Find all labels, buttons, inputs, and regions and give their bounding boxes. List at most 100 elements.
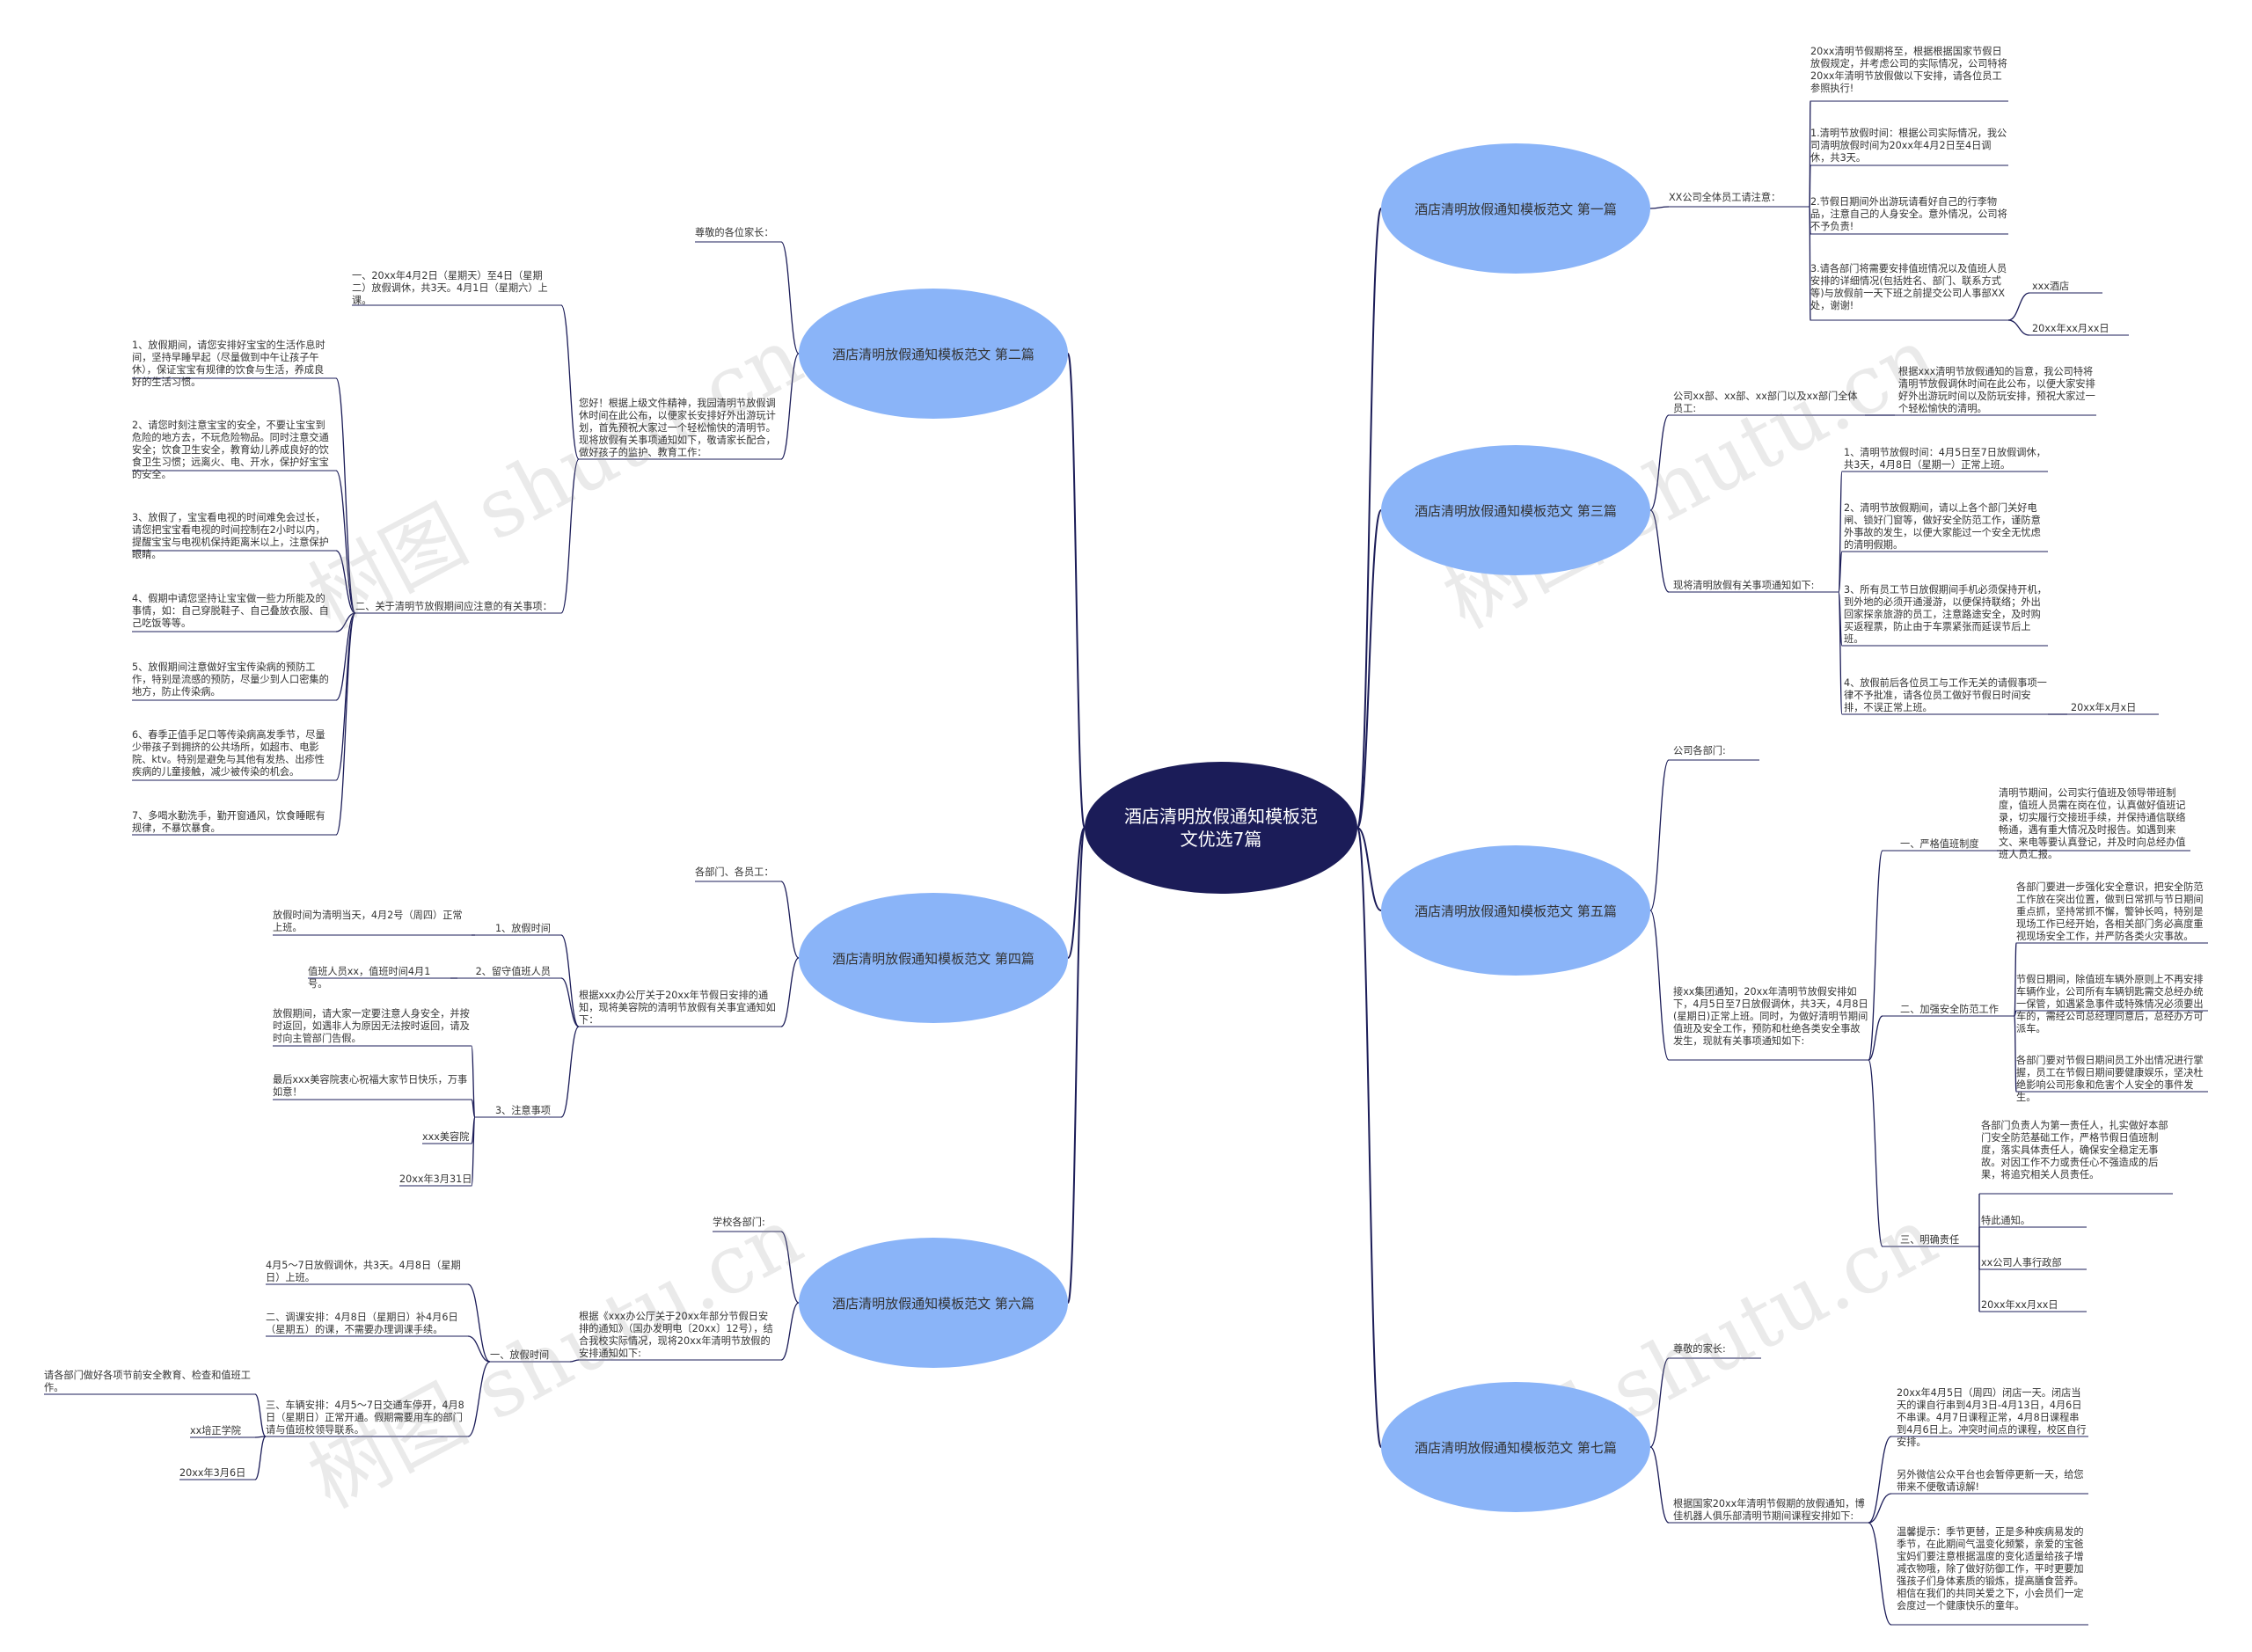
branch-2-node[interactable]: 酒店清明放假通知模板范文 第二篇 <box>799 289 1068 419</box>
branch-6-node[interactable]: 酒店清明放假通知模板范文 第六篇 <box>799 1238 1068 1368</box>
connector-line <box>560 977 580 1027</box>
b5-safety-3[interactable]: 各部门要对节假日期间员工外出情况进行掌握，员工在节假日期间要健康娱乐，坚决杜绝影… <box>2016 1055 2204 1103</box>
connector-line <box>1838 551 1843 593</box>
b1-date[interactable]: 20xx年xx月xx日 <box>2032 323 2109 334</box>
b5-resp-detail[interactable]: 各部门负责人为第一责任人，扎实做好本部门安全防范基础工作，严格节假日值班制度，落… <box>1981 1120 2168 1181</box>
connector-line <box>335 377 356 614</box>
b3-item-4[interactable]: 4、放假前后各位员工与工作无关的请假事项一律不予批准，请各位员工做好节假日时间安… <box>1844 677 2047 713</box>
b2-salutation[interactable]: 尊敬的各位家长： <box>695 227 774 238</box>
b6-salutation[interactable]: 学校各部门: <box>713 1217 765 1228</box>
b1-item-duty[interactable]: 3.请各部门将需要安排值班情况以及值班人员安排的详细情况(包括姓名、部门、联系方… <box>1810 263 2007 311</box>
connector-line <box>335 612 356 632</box>
connector-line <box>1067 827 1086 959</box>
b5-date[interactable]: 20xx年xx月xx日 <box>1981 1299 2058 1311</box>
connector-line <box>471 1099 476 1118</box>
b7-intro[interactable]: 根据国家20xx年清明节假期的放假通知，博佳机器人俱乐部清明节期间课程安排如下: <box>1673 1498 1865 1522</box>
b2-item-6[interactable]: 6、春季正值手足口等传染病高发季节，尽量少带孩子到拥挤的公共场所，如超市、电影院… <box>132 729 325 778</box>
b3-item-3[interactable]: 3、所有员工节日放假期间手机必须保持开机，到外地的必须开通漫游，以便保持联络；外… <box>1844 584 2047 645</box>
b4-note-2[interactable]: 最后xxx美容院衷心祝福大家节日快乐，万事如意！ <box>273 1074 468 1098</box>
branch-3-node[interactable]: 酒店清明放假通知模板范文 第三篇 <box>1381 445 1650 575</box>
b1-item-time[interactable]: 1.清明节放假时间：根据公司实际情况，我公司清明放假时间为20xx年4月2日至4… <box>1810 128 2007 164</box>
branch-title: 酒店清明放假通知模板范文 第一篇 <box>1415 201 1617 217</box>
b7-salutation[interactable]: 尊敬的家长: <box>1673 1343 1726 1355</box>
connector-line <box>560 934 580 1027</box>
branch-title: 酒店清明放假通知模板范文 第四篇 <box>832 950 1035 967</box>
connector-line <box>1067 353 1086 829</box>
connector-line <box>1649 509 1670 593</box>
branch-5-node[interactable]: 酒店清明放假通知模板范文 第五篇 <box>1381 845 1650 976</box>
branch-title: 酒店清明放假通知模板范文 第三篇 <box>1415 502 1617 519</box>
b5-notice-end[interactable]: 特此通知。 <box>1981 1215 2030 1226</box>
b4-salutation[interactable]: 各部门、各员工： <box>695 866 774 878</box>
connector-line <box>560 304 580 460</box>
connector-line <box>467 1361 491 1437</box>
b5-heading-3[interactable]: 三、明确责任 <box>1900 1234 1960 1246</box>
b5-duty-detail[interactable]: 清明节期间，公司实行值班及领导带班制度，值班人员需在岗在位，认真做好值班记录，切… <box>1999 787 2186 860</box>
b6-reminder[interactable]: 请各部门做好各项节前安全教育、检查和值班工作。 <box>44 1370 251 1393</box>
b4-heading-1[interactable]: 1、放假时间 <box>494 923 551 934</box>
b1-greeting[interactable]: XX公司全体员工请注意： <box>1669 192 1781 203</box>
b5-safety-2[interactable]: 节假日期间，除值班车辆外原则上不再安排车辆作业，公司所有车辆钥匙需交总经办统一保… <box>2016 974 2204 1034</box>
b7-item-2[interactable]: 另外微信公众平台也会暂停更新一天，给您带来不便敬请谅解! <box>1897 1469 2084 1493</box>
b7-item-1[interactable]: 20xx年4月5日（周四）闭店一天。闭店当天的课自行串到4月3日-4月13日，4… <box>1897 1387 2087 1448</box>
b2-item-1[interactable]: 1、放假期间，请您安排好宝宝的生活作息时间，坚持早睡早起（尽量做到中午让孩子午休… <box>132 340 325 388</box>
b2-item-3[interactable]: 3、放假了，宝宝看电视的时间难免会过长，请您把宝宝看电视的时间控制在2小时以内，… <box>132 512 329 560</box>
branch-title: 酒店清明放假通知模板范文 第二篇 <box>832 346 1035 362</box>
b2-heading-2[interactable]: 二、关于清明节放假期间应注意的有关事项： <box>355 601 552 612</box>
b4-heading-3[interactable]: 3、注意事项 <box>494 1105 551 1116</box>
b6-intro[interactable]: 根据《xxx办公厅关于20xx年部分节假日安排的通知》（国办发明电〔20xx〕1… <box>579 1311 773 1359</box>
b3-item-2[interactable]: 2、清明节放假期间，请以上各个部门关好电闸、锁好门窗等，做好安全防范工作，谨防意… <box>1844 502 2041 551</box>
b4-signature[interactable]: xxx美容院 <box>422 1131 470 1143</box>
b3-notice-heading[interactable]: 现将清明放假有关事项通知如下: <box>1673 580 1815 591</box>
b1-item-safety[interactable]: 2.节假日期间外出游玩请看好自己的行李物品，注意自己的人身安全。意外情况，公司将… <box>1810 196 2007 232</box>
branch-title: 酒店清明放假通知模板范文 第六篇 <box>832 1295 1035 1312</box>
branch-title: 酒店清明放假通知模板范文 第五篇 <box>1415 903 1617 919</box>
b4-intro[interactable]: 根据xxx办公厅关于20xx年节假日安排的通知，现将美容院的清明节放假有关事宜通… <box>579 990 776 1026</box>
b3-greeting[interactable]: 公司xx部、xx部、xx部门以及xx部门全体员工: <box>1673 391 1858 414</box>
connector-line <box>1838 591 1843 715</box>
b2-heading-1[interactable]: 一、20xx年4月2日（星期天）至4日（星期二）放假调休，共3天。4月1日（星期… <box>352 270 548 306</box>
root-node[interactable]: 酒店清明放假通知模板范文优选7篇 <box>1085 762 1357 894</box>
branch-7-node[interactable]: 酒店清明放假通知模板范文 第七篇 <box>1381 1382 1650 1512</box>
b2-intro[interactable]: 您好！根据上级文件精神，我园清明节放假调休时间在此公布，以便家长安排好外出游玩计… <box>579 398 776 458</box>
b2-item-7[interactable]: 7、多喝水勤洗手，勤开窗通风，饮食睡眠有规律，不暴饮暴食。 <box>132 810 325 834</box>
connector-line <box>1649 910 1670 1061</box>
b5-salutation[interactable]: 公司各部门: <box>1673 745 1726 757</box>
b6-signature[interactable]: xx培正学院 <box>190 1425 241 1436</box>
connector-line <box>1356 827 1382 911</box>
connector-line <box>1868 1059 1883 1247</box>
b1-item-intro[interactable]: 20xx清明节假期将至，根据根据国家节假日放假规定，并考虑公司的实际情况，公司特… <box>1810 46 2007 94</box>
b6-item-3[interactable]: 三、车辆安排：4月5～7日交通车停开，4月8日（星期日）正常开通。假期需要用车的… <box>266 1400 464 1436</box>
b3-item-1[interactable]: 1、清明节放假时间：4月5日至7日放假调休，共3天，4月8日（星期一）正常上班。 <box>1844 447 2046 471</box>
connector-line <box>1868 1436 1892 1524</box>
b6-heading[interactable]: 一、放假时间 <box>490 1349 550 1361</box>
b5-safety-1[interactable]: 各部门要进一步强化安全意识，把安全防范工作放在突出位置，做到日常抓与节日期间重点… <box>2016 881 2204 942</box>
b4-note-1[interactable]: 放假期间，请大家一定要注意人身安全，并按时返回，如遇非人为原因无法按时返回，请及… <box>273 1008 470 1044</box>
b3-intro[interactable]: 根据xxx清明节放假通知的旨意，我公司特将清明节放假调休时间在此公布，以便大家安… <box>1898 366 2095 414</box>
b1-signature[interactable]: xxx酒店 <box>2032 281 2070 292</box>
b5-intro[interactable]: 接xx集团通知，20xx年清明节放假安排如下，4月5日至7日放假调休，共3天，4… <box>1673 986 1868 1047</box>
connector-line <box>780 353 800 460</box>
b4-heading-2[interactable]: 2、留守值班人员 <box>475 966 551 977</box>
b5-heading-2[interactable]: 二、加强安全防范工作 <box>1900 1004 1999 1015</box>
b2-item-2[interactable]: 2、请您时刻注意宝宝的安全，不要让宝宝到危险的地方去，不玩危险物品。同时注意交通… <box>132 420 329 480</box>
b6-item-1[interactable]: 4月5～7日放假调休，共3天。4月8日（星期日）上班。 <box>266 1260 461 1283</box>
b4-date[interactable]: 20xx年3月31日 <box>399 1173 472 1185</box>
b2-item-4[interactable]: 4、假期中请您坚持让宝宝做一些力所能及的事情，如：自己穿脱鞋子、自己叠放衣服、自… <box>132 593 329 629</box>
b2-item-5[interactable]: 5、放假期间注意做好宝宝传染病的预防工作，特别是流感的预防，尽量少到人口密集的地… <box>132 662 329 698</box>
b5-department[interactable]: xx公司人事行政部 <box>1981 1257 2062 1268</box>
b5-heading-1[interactable]: 一、严格值班制度 <box>1900 838 1979 850</box>
connector-line <box>780 1231 800 1304</box>
connector-line <box>1356 827 1382 1448</box>
branch-4-node[interactable]: 酒店清明放假通知模板范文 第四篇 <box>799 893 1068 1023</box>
b4-time-detail[interactable]: 放假时间为清明当天，4月2号（周四）正常上班。 <box>273 910 463 933</box>
b3-date[interactable]: 20xx年x月x日 <box>2071 702 2137 713</box>
b7-item-3[interactable]: 温馨提示：季节更替，正是多种疾病易发的季节，在此期间气温变化频繁，亲爱的宝爸宝妈… <box>1897 1526 2084 1612</box>
branch-title: 酒店清明放假通知模板范文 第七篇 <box>1415 1439 1617 1456</box>
b4-duty-detail[interactable]: 值班人员xx，值班时间4月1号。 <box>308 966 431 990</box>
b6-item-2[interactable]: 二、调课安排：4月8日（星期日）补4月6日（星期五）的课，不需要办理调课手续。 <box>266 1312 458 1335</box>
b6-date[interactable]: 20xx年3月6日 <box>179 1467 246 1479</box>
branch-1-node[interactable]: 酒店清明放假通知模板范文 第一篇 <box>1381 143 1650 274</box>
connector-line <box>254 1393 267 1437</box>
connector-line <box>1868 1493 1892 1524</box>
